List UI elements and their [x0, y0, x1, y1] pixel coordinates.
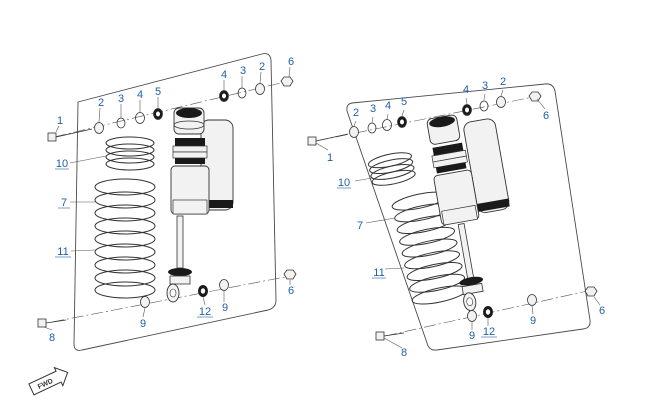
callout-1: 1 [327, 152, 333, 164]
spring-10 [367, 152, 416, 186]
callout-4: 4 [385, 100, 391, 112]
callout-6-top: 6 [543, 110, 549, 122]
shock-absorber [166, 107, 234, 303]
washer-9-left [140, 296, 150, 308]
callout-1: 1 [57, 115, 63, 127]
spring-11 [391, 191, 468, 305]
washer-4 [135, 112, 145, 124]
nut-6-top [280, 76, 294, 87]
callout-12: 12 [199, 306, 211, 318]
top-bolt [307, 133, 349, 146]
callout-5: 5 [401, 96, 407, 108]
callout-8: 8 [401, 347, 407, 359]
spacer-2b [496, 96, 506, 108]
right-shock-assembly: 1 2 3 4 5 4 3 2 6 10 7 11 6 8 9 12 9 [307, 76, 605, 359]
washer-9-left [467, 310, 477, 322]
callout-5: 5 [155, 86, 161, 98]
bottom-bolt [37, 318, 67, 328]
callout-9-left: 9 [140, 318, 146, 330]
right-panel-outline [346, 83, 591, 351]
washer-9-right [219, 279, 229, 291]
spring-10 [105, 136, 155, 171]
callout-11: 11 [373, 267, 384, 279]
callout-7: 7 [357, 220, 363, 232]
callout-2: 2 [353, 107, 359, 119]
callout-11: 11 [57, 246, 68, 258]
spacer-2 [349, 126, 359, 138]
washer-3 [367, 122, 377, 134]
fwd-direction-badge: FWD [28, 366, 69, 396]
callout-3: 3 [370, 103, 376, 115]
top-bolt [47, 128, 93, 142]
callout-6-bottom: 6 [288, 285, 294, 297]
washer-9-right [527, 294, 537, 306]
callout-7: 7 [61, 197, 67, 209]
nut-6-bottom [584, 286, 598, 297]
callout-9-right: 9 [530, 315, 536, 327]
spring-11 [94, 178, 156, 299]
callout-9-right: 9 [222, 302, 228, 314]
callout-3b: 3 [482, 80, 488, 92]
callout-4b: 4 [221, 69, 227, 81]
callout-2b: 2 [500, 76, 506, 88]
nut-6-bottom [283, 269, 297, 280]
callout-8: 8 [49, 332, 55, 344]
shock-absorber [426, 114, 510, 312]
callout-6-top: 6 [288, 56, 294, 68]
nut-6-top [528, 91, 542, 102]
callout-10: 10 [338, 177, 350, 189]
callout-3: 3 [118, 93, 124, 105]
left-panel-outline [73, 53, 277, 351]
washer-4 [382, 119, 392, 131]
callout-4: 4 [137, 89, 143, 101]
spacer-2b [255, 83, 265, 95]
callout-2: 2 [98, 97, 104, 109]
callout-10: 10 [56, 158, 68, 170]
callout-6-bottom: 6 [599, 305, 605, 317]
washer-3 [116, 117, 126, 129]
forward-arrow-icon [28, 366, 69, 396]
callout-2b: 2 [259, 61, 265, 73]
spacer-2 [94, 122, 104, 134]
washer-4b [479, 100, 489, 112]
callout-3b: 3 [240, 65, 246, 77]
callout-4b: 4 [463, 84, 469, 96]
bottom-bolt [375, 331, 405, 341]
left-shock-assembly: 1 2 3 4 5 4 3 2 6 10 7 11 6 8 9 12 9 [37, 53, 297, 351]
callout-9-left: 9 [469, 330, 475, 342]
callout-12: 12 [483, 326, 495, 338]
